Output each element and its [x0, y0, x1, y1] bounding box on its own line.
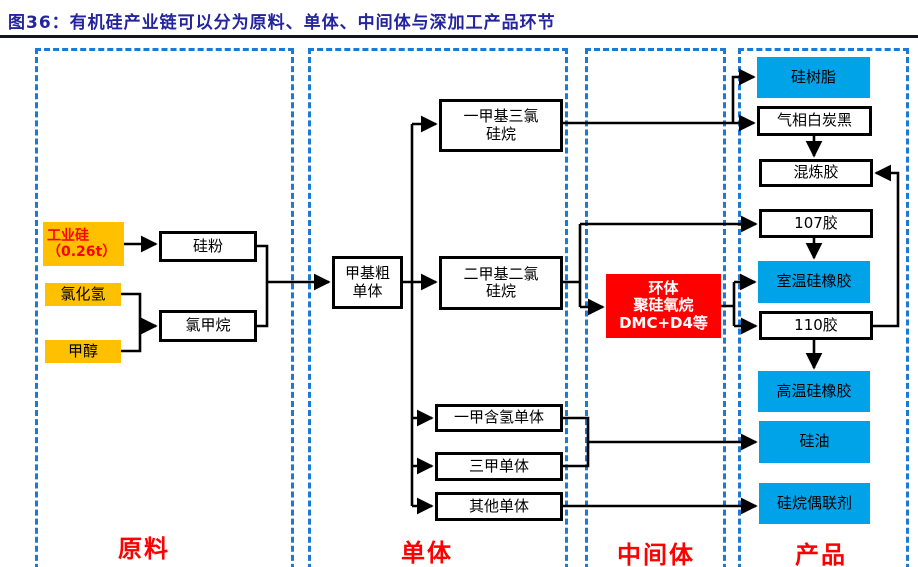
node-silane-coupling-agent: 硅烷偶联剂 [759, 483, 870, 524]
node-monomethyl-trichlorosilane: 一甲基三氯 硅烷 [439, 99, 563, 152]
node-silicon-powder: 硅粉 [159, 231, 257, 262]
section-frame-raw-materials [35, 48, 294, 567]
node-silicone-resin: 硅树脂 [757, 57, 870, 98]
section-label-monomers: 单体 [401, 539, 453, 567]
section-label-products: 产品 [795, 541, 847, 567]
figure-title: 图36：有机硅产业链可以分为原料、单体、中间体与深加工产品环节 [8, 13, 556, 33]
node-cyclic-polysiloxane: 环体 聚硅氧烷 DMC+D4等 [606, 274, 721, 338]
node-room-temp-silicone-rubber: 室温硅橡胶 [758, 261, 870, 303]
node-dimethyl-dichlorosilane: 二甲基二氯 硅烷 [439, 256, 563, 310]
node-high-temp-silicone-rubber: 高温硅橡胶 [758, 371, 870, 412]
node-107-glue: 107胶 [759, 209, 873, 238]
section-label-intermediates: 中间体 [617, 541, 695, 567]
node-fumed-silica: 气相白炭黑 [757, 106, 872, 136]
node-compounded-rubber: 混炼胶 [759, 159, 873, 187]
section-label-raw-materials: 原料 [118, 535, 170, 563]
node-monomethyl-hydrogen-monomer: 一甲含氢单体 [435, 404, 563, 432]
section-frame-products [738, 48, 909, 567]
title-underline [0, 35, 918, 38]
section-frame-monomers [308, 48, 568, 567]
node-other-monomers: 其他单体 [435, 492, 563, 521]
node-110-glue: 110胶 [759, 311, 873, 340]
node-methyl-crude-monomer: 甲基粗 单体 [332, 256, 403, 309]
node-industrial-silicon: 工业硅 （0.26t） [43, 222, 124, 266]
node-methanol: 甲醇 [45, 340, 121, 363]
node-hydrogen-chloride: 氯化氢 [45, 283, 121, 306]
node-chloromethane: 氯甲烷 [159, 310, 257, 342]
node-trimethyl-monomer: 三甲单体 [435, 452, 563, 481]
node-silicone-oil: 硅油 [759, 421, 870, 463]
